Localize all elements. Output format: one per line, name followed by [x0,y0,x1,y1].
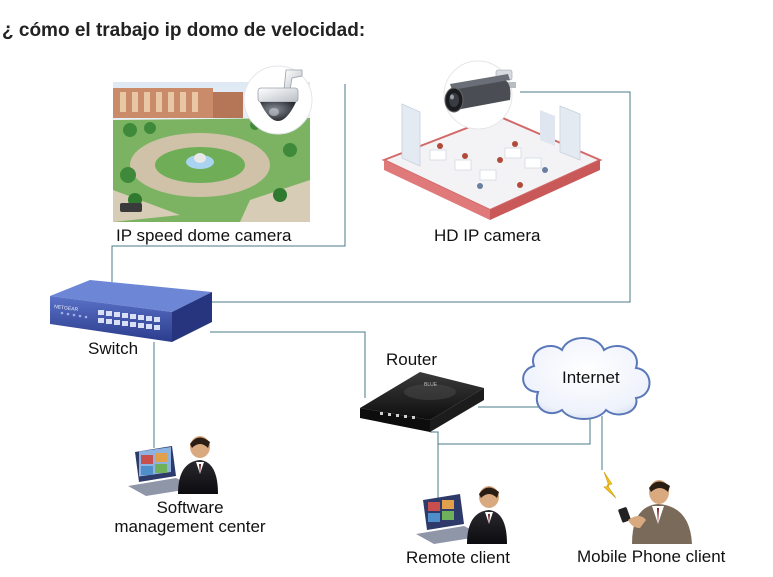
remote-client-label: Remote client [406,548,510,567]
dome-housing [257,87,299,103]
software-center-label: Software management center [98,498,282,536]
cloud-icon [522,337,651,420]
internet-label: Internet [562,368,620,387]
software-center-user-laptop-icon [128,436,218,496]
speed-dome-camera-illustration [113,65,313,222]
mobile-client-user-mobile-phone-icon [603,471,692,544]
line-hd-to-switch [210,91,631,303]
router-icon: BLUE [360,372,484,432]
mobile-client-label: Mobile Phone client [577,547,726,566]
speed-dome-camera-label: IP speed dome camera [116,226,292,245]
hd-camera-illustration [381,60,603,220]
switch-brand: NETGEAR [54,304,79,313]
line-internet-to-remote [438,410,591,445]
line-router-to-remote [430,431,439,500]
network-switch-icon: NETGEAR [50,280,212,342]
line-switch-to-router [210,331,366,398]
connector-lines [111,84,631,500]
page-title: ¿ cómo el trabajo ip domo de velocidad: [2,20,366,41]
router-brand: BLUE [424,382,438,388]
router-label: Router [386,350,438,369]
bullet-body [452,80,511,110]
remote-client-user-laptop-icon [416,486,507,544]
signal-bolt-icon [603,471,617,499]
switch-label: Switch [88,339,139,358]
software-center-label-line1: Software [156,498,224,517]
line-dome-to-switch [111,84,346,282]
hd-camera-label: HD IP camera [434,226,541,245]
software-center-label-line2: management center [114,517,266,536]
